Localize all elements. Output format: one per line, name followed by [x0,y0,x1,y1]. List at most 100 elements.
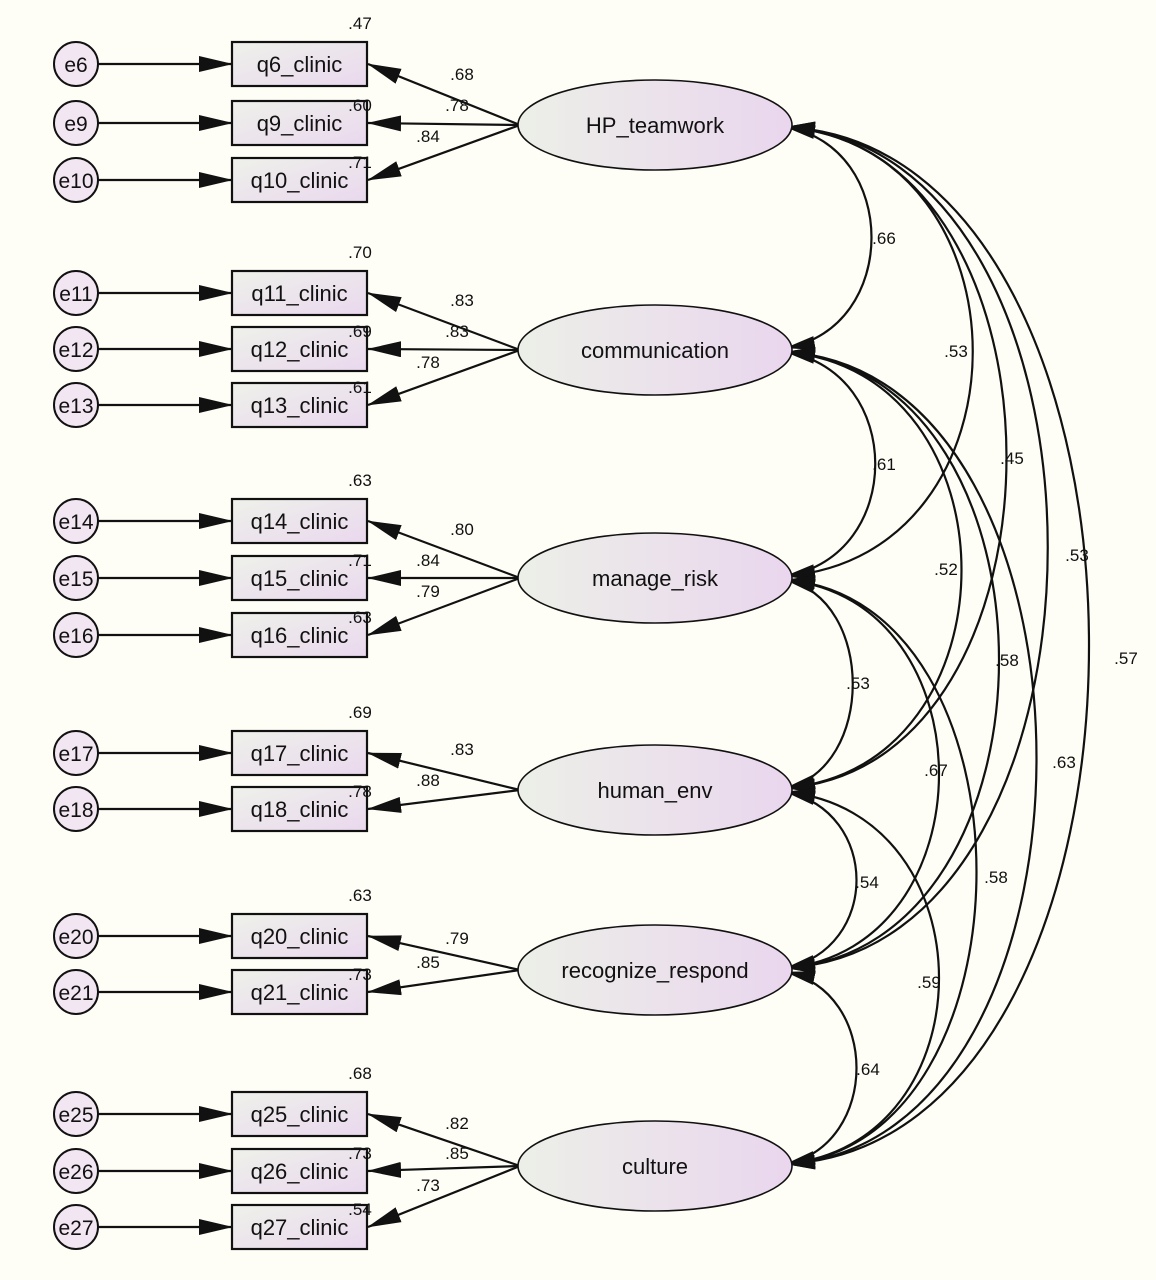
loading-path [367,1112,521,1168]
error-label: e16 [58,625,93,648]
error-circle [53,612,99,658]
correlation-arc-hp-rec [785,121,1049,974]
loading-path [367,123,521,182]
r-squared-label: .71 [348,551,372,570]
loading-path [367,968,521,996]
indicator-q6_clinic: e6 q6_clinic .47 [53,14,372,88]
error-label: e15 [58,568,93,591]
correlation-arc-comm-cult [785,346,1038,1170]
error-circle [53,555,99,601]
correlation-label-risk-cult: .58 [984,868,1008,887]
loading-path [367,291,521,352]
loading-label: .83 [445,322,469,341]
loading-path [367,1164,521,1229]
latent-label: recognize_respond [561,958,748,983]
correlation-arc-risk-human [785,578,854,790]
r-squared-label: .69 [348,703,372,722]
latent-ellipse [517,924,793,1016]
correlation-label-hp-comm: .66 [872,229,896,248]
indicator-box [230,1090,369,1138]
correlation-label-comm-risk: .61 [872,455,896,474]
loading-label: .83 [450,291,474,310]
latent-ellipse [517,1120,793,1212]
correlation-arc-comm-risk [785,349,877,579]
error-label: e26 [58,1161,93,1184]
correlation-label-comm-rec: .58 [995,651,1019,670]
loading-path [367,1161,521,1178]
indicator-label: q26_clinic [251,1159,349,1184]
latent-label: human_env [598,778,713,803]
indicator-q16_clinic: e16 q16_clinic.63 [53,608,372,659]
error-circle [53,326,99,372]
loading-path [367,62,521,127]
indicator-label: q20_clinic [251,924,349,949]
indicator-label: q16_clinic [251,623,349,648]
error-label: e27 [58,1217,93,1240]
indicator-label: q9_clinic [257,111,343,136]
loading-label: .83 [450,740,474,759]
r-squared-label: .73 [348,965,372,984]
loading-label: .84 [416,551,440,570]
r-squared-label: .63 [348,608,372,627]
indicator-box [230,497,369,545]
r-squared-label: .78 [348,782,372,801]
loading-path [367,115,521,132]
loading-label: .78 [416,353,440,372]
loading-label: .85 [445,1144,469,1163]
loading-path [367,341,521,358]
latent-hp: HP_teamwork [517,79,793,171]
loading-path [367,519,521,580]
r-squared-label: .68 [348,1064,372,1083]
r-squared-label: .73 [348,1144,372,1163]
latent-cult: culture [517,1120,793,1212]
error-label: e10 [58,170,93,193]
loading-label: .85 [416,953,440,972]
r-squared-label: .61 [348,378,372,397]
loading-path [367,751,521,792]
error-circle [53,382,99,428]
loading-label: .73 [416,1176,440,1195]
error-label: e9 [64,113,87,136]
latent-comm: communication [517,304,793,396]
loading-path [367,934,521,972]
error-label: e14 [58,511,93,534]
error-label: e18 [58,799,93,822]
latent-ellipse [517,532,793,624]
latent-human: human_env [517,744,793,836]
correlation-arc-human-rec [785,790,858,970]
error-circle [53,969,99,1015]
indicator-box [230,325,369,373]
latent-ellipse [517,79,793,171]
loading-label: .84 [416,127,440,146]
loading-label: .82 [445,1114,469,1133]
indicator-label: q27_clinic [251,1215,349,1240]
indicator-label: q6_clinic [257,52,343,77]
correlation-label-comm-cult: .63 [1052,753,1076,772]
error-circle [53,1204,99,1250]
indicator-box [230,99,369,147]
correlation-arc-hp-human [785,122,1008,793]
correlation-arc-human-cult [785,787,941,1169]
latent-risk: manage_risk [517,532,793,624]
loading-path [367,576,521,637]
correlation-label-hp-human: .45 [1000,449,1024,468]
indicator-label: q11_clinic [251,281,347,306]
indicator-box [230,1147,369,1195]
correlation-label-human-rec: .54 [855,873,879,892]
error-circle [53,786,99,832]
r-squared-label: .47 [348,14,372,33]
latent-label: manage_risk [592,566,719,591]
indicator-box [230,611,369,659]
error-circle [53,100,99,146]
error-label: e6 [64,54,87,77]
